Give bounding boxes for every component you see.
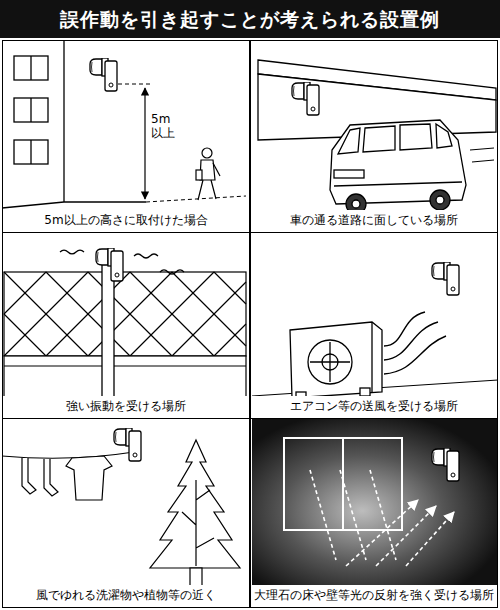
tree: [190, 568, 202, 586]
scene-panel: 風でゆれる洗濯物や植物等の近く: [2, 418, 250, 608]
light-rays: [310, 470, 336, 560]
window: [284, 438, 402, 530]
car: [352, 200, 360, 208]
scene-panel: エアコン等の送風を受ける場所: [250, 232, 498, 419]
building: [30, 56, 31, 80]
car: [334, 182, 462, 186]
title-band: 誤作動を引き起すことが考えられる設置例: [0, 0, 500, 38]
sensor: [432, 448, 459, 481]
scene-panel: 5m以上の高さに取付けた場合: [2, 40, 250, 233]
airflow: [384, 312, 446, 374]
tree: [150, 440, 240, 586]
panel-caption: 強い振動を受ける場所: [3, 396, 249, 418]
building: [14, 98, 48, 122]
panel-caption: 大理石の床や壁等光の反射を強く受ける場所: [251, 585, 497, 607]
person: [198, 180, 216, 200]
air-conditioner: [310, 342, 350, 382]
building: [14, 56, 48, 80]
height-dimension: [144, 150, 145, 199]
clothesline: [22, 458, 36, 494]
vibration-marks: [60, 250, 184, 274]
tree: [182, 480, 214, 566]
panel-caption: 風でゆれる洗濯物や植物等の近く: [3, 585, 249, 607]
panel-caption: エアコン等の送風を受ける場所: [251, 396, 497, 418]
vibration-marks: [134, 254, 158, 258]
air-conditioner: [290, 322, 382, 398]
car: [430, 190, 450, 210]
car: [334, 170, 364, 178]
motion-lines: [470, 148, 494, 162]
light-rays: [370, 470, 396, 560]
clothesline: [66, 456, 112, 500]
clothesline: [2, 452, 134, 500]
ground-line: [118, 84, 150, 85]
scene-panel: 強い振動を受ける場所: [2, 232, 250, 419]
scene-panel: 大理石の床や壁等光の反射を強く受ける場所: [250, 418, 498, 608]
vibration-marks: [160, 270, 184, 274]
air-conditioner: [290, 322, 382, 400]
light-rays: [340, 470, 366, 560]
car: [436, 196, 444, 204]
ground-line: [146, 196, 246, 202]
air-conditioner: [308, 340, 352, 384]
light-rays: [310, 470, 454, 566]
motion-lines: [470, 148, 494, 150]
dimension-label: 5m 以上: [151, 112, 181, 140]
vibration-marks: [60, 250, 84, 254]
sensor: [432, 262, 459, 295]
person: [196, 170, 202, 180]
scene-panel: 車の通る道路に面している場所: [250, 40, 498, 233]
clothesline: [44, 459, 58, 496]
car: [436, 124, 452, 148]
car: [363, 126, 395, 152]
panel-caption: 車の通る道路に面している場所: [251, 210, 497, 232]
airflow: [384, 312, 425, 346]
person: [202, 148, 212, 158]
sensor: [114, 428, 141, 461]
light-rays: [346, 500, 418, 566]
building: [14, 140, 48, 164]
ground-line: [118, 84, 246, 202]
window: [284, 438, 402, 530]
building: [63, 40, 64, 202]
fence: [4, 272, 246, 356]
airflow: [384, 336, 446, 374]
sensor: [90, 58, 117, 91]
reflection-glow: [252, 419, 497, 586]
building: [30, 98, 31, 122]
tree: [150, 440, 240, 568]
fence: [4, 365, 246, 366]
air-conditioner: [371, 322, 372, 392]
car: [400, 124, 432, 150]
motion-lines: [472, 160, 494, 162]
airflow: [384, 322, 438, 360]
pole: [102, 262, 114, 402]
building: [2, 202, 64, 208]
fence: [4, 272, 246, 356]
sensor: [96, 248, 123, 281]
building: [64, 201, 146, 202]
sensor: [292, 82, 319, 115]
fence: [4, 356, 246, 400]
person: [213, 163, 220, 176]
car: [330, 120, 466, 214]
clothesline: [2, 452, 134, 458]
height-dimension: [144, 108, 145, 150]
light-rays: [406, 512, 454, 566]
person: [196, 148, 220, 200]
car: [338, 128, 360, 154]
building: [30, 140, 31, 164]
fence: [4, 272, 246, 356]
building: [2, 40, 146, 208]
light-rays: [376, 506, 436, 566]
air-conditioner: [360, 388, 370, 396]
pole: [102, 262, 114, 402]
height-dimension: [144, 88, 145, 199]
height-dimension: [144, 88, 145, 108]
fence: [4, 272, 246, 400]
panel-caption: 5m以上の高さに取付けた場合: [3, 210, 249, 232]
